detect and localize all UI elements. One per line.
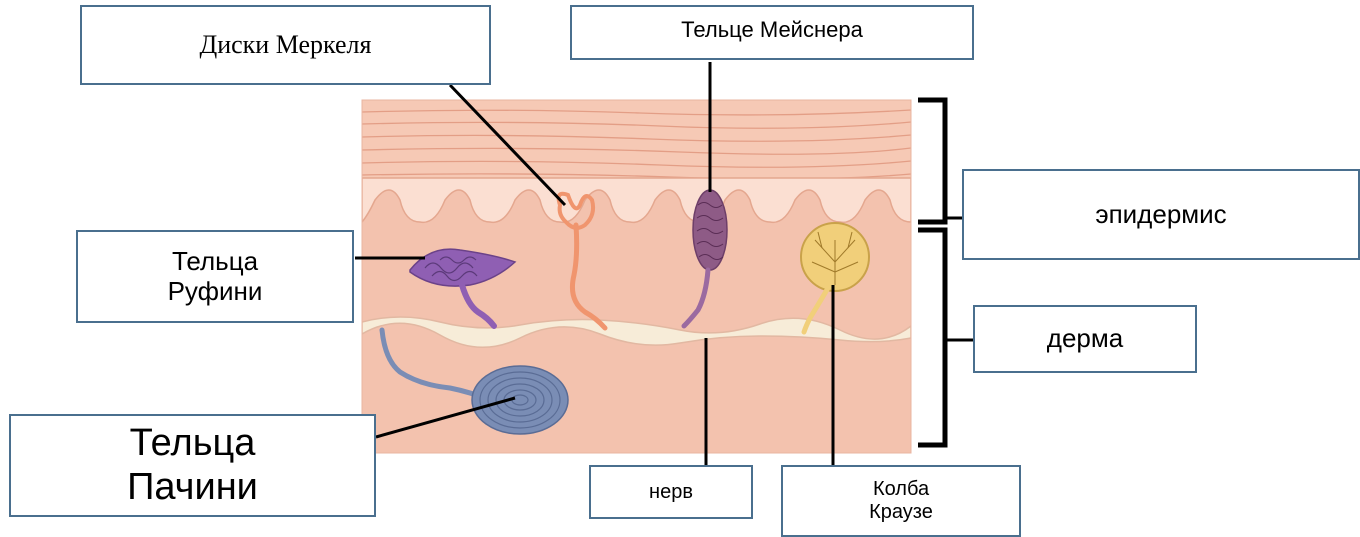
epidermis-bracket [918,100,945,222]
label-merkel-disks: Диски Меркеля [80,5,491,85]
krause-text-line2: Краузе [869,501,933,524]
meissner-text: Тельце Мейснера [681,17,863,42]
pacini-text-line1: Тельца [130,422,256,466]
merkel-text: Диски Меркеля [199,30,371,60]
ruffini-text-line1: Тельца [172,247,258,277]
ruffini-text-line2: Руфини [168,277,263,307]
label-krause-bulb: Колба Краузе [781,465,1021,537]
pacini-text-line2: Пачини [127,466,258,510]
label-derma: дерма [973,305,1197,373]
nerve-text: нерв [649,481,693,504]
label-epidermis: эпидермис [962,169,1360,260]
dermis-bracket [918,230,945,445]
krause-text-line1: Колба [873,478,929,501]
label-nerve: нерв [589,465,753,519]
epidermis-text: эпидермис [1095,200,1226,230]
label-pacini-corpuscles: Тельца Пачини [9,414,376,517]
label-ruffini-corpuscles: Тельца Руфини [76,230,354,323]
layer-brackets [918,100,945,445]
derma-text: дерма [1047,324,1123,354]
label-meissner-corpuscle: Тельце Мейснера [570,5,974,60]
